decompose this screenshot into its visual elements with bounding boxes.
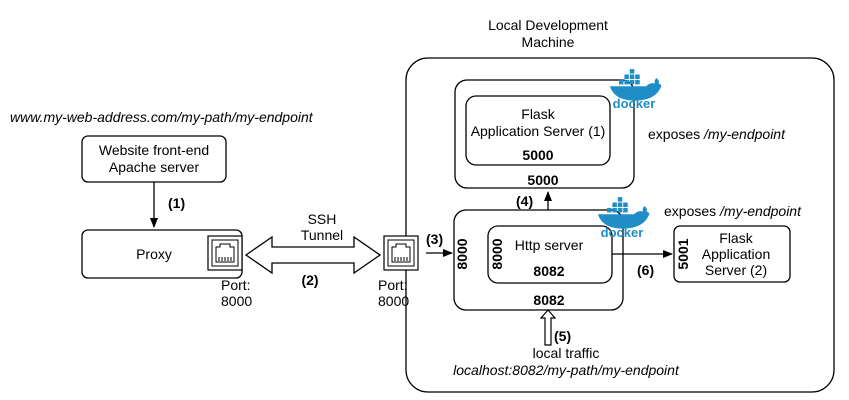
website-frontend-line2: Apache server [109, 159, 200, 175]
http-exposes: exposes /my-endpoint [664, 203, 802, 219]
local-port-value: 8000 [378, 293, 409, 309]
flask2-side-port: 5001 [675, 238, 691, 269]
flask2-line3: Server (2) [705, 262, 767, 278]
arrow-step-5 [539, 309, 557, 346]
local-traffic-label: local traffic [533, 345, 600, 361]
docker-wordmark-2: docker [601, 225, 644, 240]
step-6-label: (6) [637, 262, 654, 278]
flask1-outer-port: 5000 [527, 172, 558, 188]
http-outer-side-port: 8000 [454, 238, 470, 269]
ethernet-port-icon [207, 235, 243, 271]
local-traffic-url: localhost:8082/my-path/my-endpoint [453, 362, 680, 378]
flask2-line2: Application [702, 246, 771, 262]
http-server-label: Http server [515, 237, 584, 253]
local-machine-title-line2: Machine [522, 34, 575, 50]
step-3-label: (3) [426, 231, 443, 247]
flask1-line1: Flask [521, 106, 555, 122]
local-machine-title-line1: Local Development [488, 17, 608, 33]
proxy-port-value: 8000 [221, 293, 252, 309]
http-inner-side-port: 8000 [489, 238, 505, 269]
flask1-inner-port: 5000 [522, 147, 553, 163]
flask1-line2: Application Server (1) [471, 123, 606, 139]
http-inner-port: 8082 [533, 263, 564, 279]
flask2-server-box[interactable] [673, 225, 791, 283]
local-port-label: Port: [378, 277, 408, 293]
step-4-label: (4) [516, 193, 533, 209]
proxy-label: Proxy [136, 246, 172, 262]
docker-wordmark-1: docker [613, 96, 656, 111]
step-1-label: (1) [168, 195, 185, 211]
ssh-tunnel-arrow [244, 235, 382, 275]
step-5-label: (5) [554, 328, 571, 344]
ssh-tunnel-line2: Tunnel [301, 227, 343, 243]
proxy-port-label: Port: [221, 277, 251, 293]
flask1-server-box[interactable] [465, 95, 611, 166]
step-2-label: (2) [301, 272, 318, 288]
website-url: www.my-web-address.com/my-path/my-endpoi… [10, 109, 314, 125]
ssh-tunnel-line1: SSH [308, 211, 337, 227]
http-outer-port: 8082 [533, 292, 564, 308]
flask1-exposes: exposes /my-endpoint [648, 126, 786, 142]
flask2-line1: Flask [719, 230, 753, 246]
website-frontend-line1: Website front-end [99, 142, 209, 158]
local-ethernet-port-icon [383, 235, 419, 271]
